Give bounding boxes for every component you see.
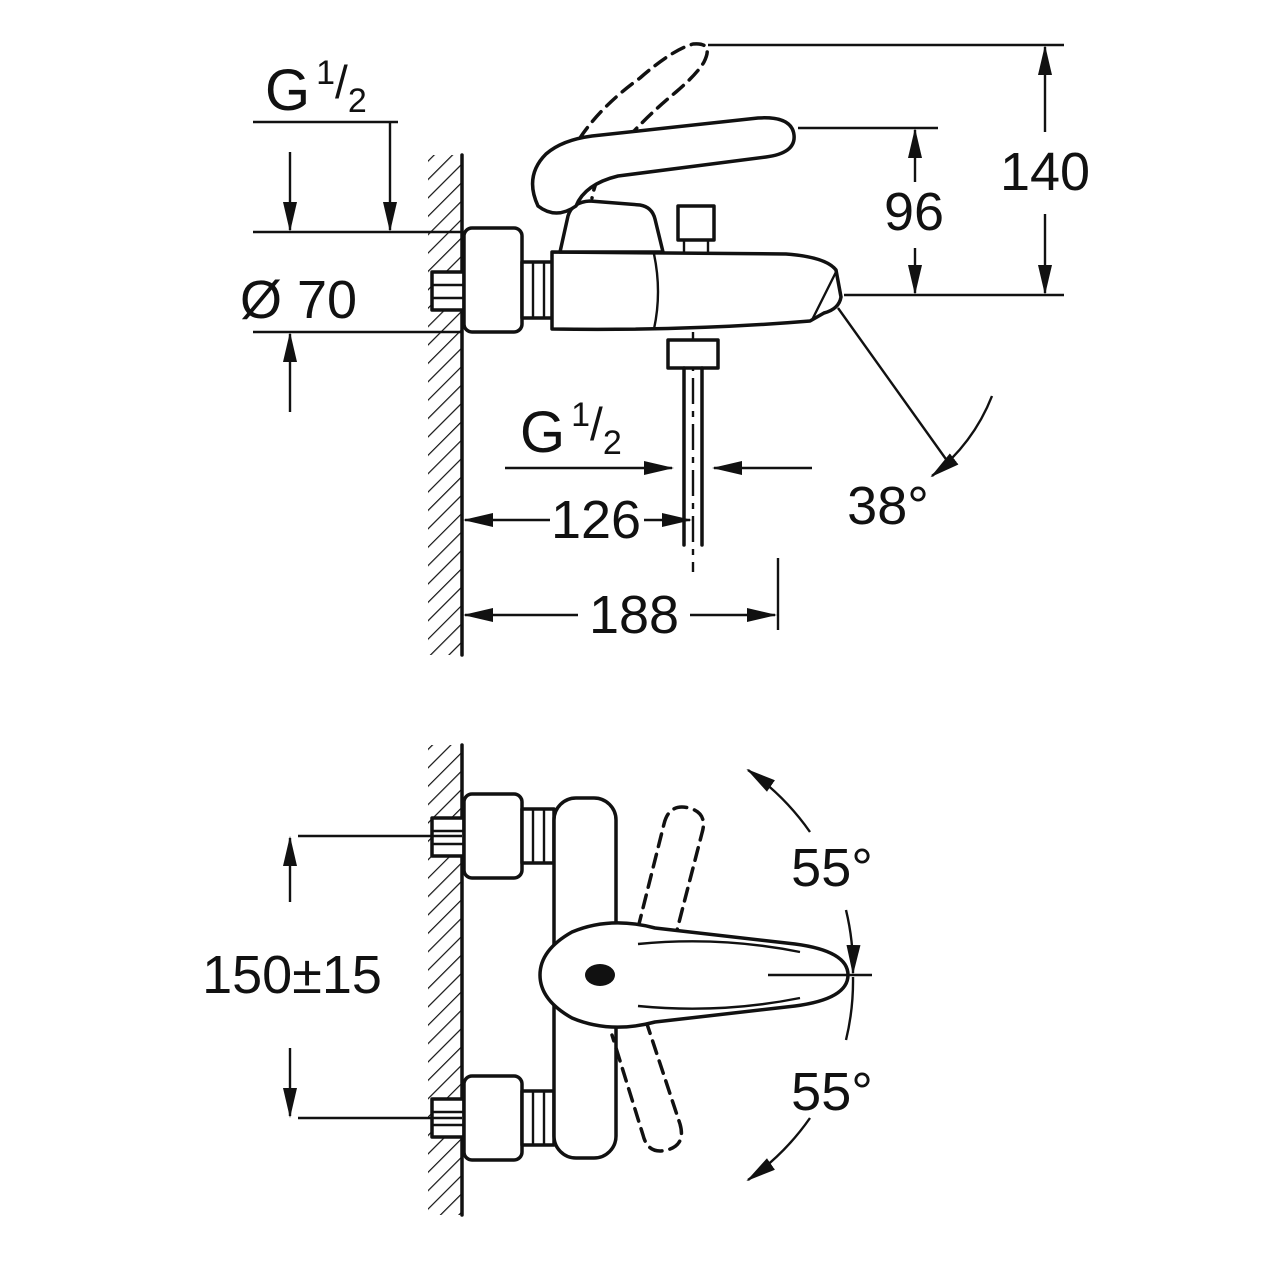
lever: [530, 116, 796, 215]
plan-view: 55° 55° 150±15: [202, 743, 873, 1217]
escutcheon-bottom: [462, 1074, 524, 1162]
aerator-face: [810, 271, 838, 321]
dimension-188: 188: [463, 558, 780, 645]
hose-nut: [666, 338, 720, 370]
dimension-escutcheon-diameter: Ø 70: [240, 152, 462, 412]
wall-hatch-plan: [428, 745, 462, 1215]
dimension-126: 126: [463, 490, 692, 550]
swing-lower-label: 55°: [791, 1062, 873, 1122]
angle-arc: [930, 395, 994, 478]
body-seam: [652, 253, 660, 330]
spout-angle-label: 38°: [847, 476, 929, 536]
diverter-knob: [676, 204, 716, 252]
dimension-spout-angle: 38°: [837, 307, 994, 536]
dimension-96: 96: [798, 126, 944, 295]
height-to-lever-label: 96: [884, 182, 944, 242]
escutcheon-diameter-label: Ø 70: [240, 270, 357, 330]
swing-upper-label: 55°: [791, 838, 873, 898]
wall-to-hose-label: 126: [551, 490, 641, 550]
union-nut: [520, 260, 556, 320]
cartridge-dome: [558, 199, 665, 254]
escutcheon: [462, 226, 524, 334]
wall-hatch: [428, 155, 462, 655]
dimension-150: 150±15: [202, 834, 462, 1120]
height-to-open-lever-label: 140: [1000, 142, 1090, 202]
wall-side: [428, 153, 464, 657]
wall-plan: [428, 743, 464, 1217]
escutcheon-top: [462, 792, 524, 880]
lever-hole: [585, 964, 615, 986]
wall-union-nut: [430, 270, 466, 312]
spout-outline: [550, 250, 843, 332]
mixer-body-spout: [550, 250, 843, 332]
wall-to-spout-label: 188: [589, 585, 679, 645]
lever-swung-down-dashed: [610, 1019, 684, 1153]
connection-spacing-label: 150±15: [202, 945, 382, 1005]
lever-plan-outline: [538, 921, 850, 1029]
lever-swung-up-dashed: [636, 805, 706, 936]
dimension-140: 140: [708, 43, 1090, 297]
hose-outlet: [666, 332, 720, 572]
dimension-swing: 55° 55°: [746, 768, 873, 1182]
lever-plan: [538, 921, 850, 1029]
